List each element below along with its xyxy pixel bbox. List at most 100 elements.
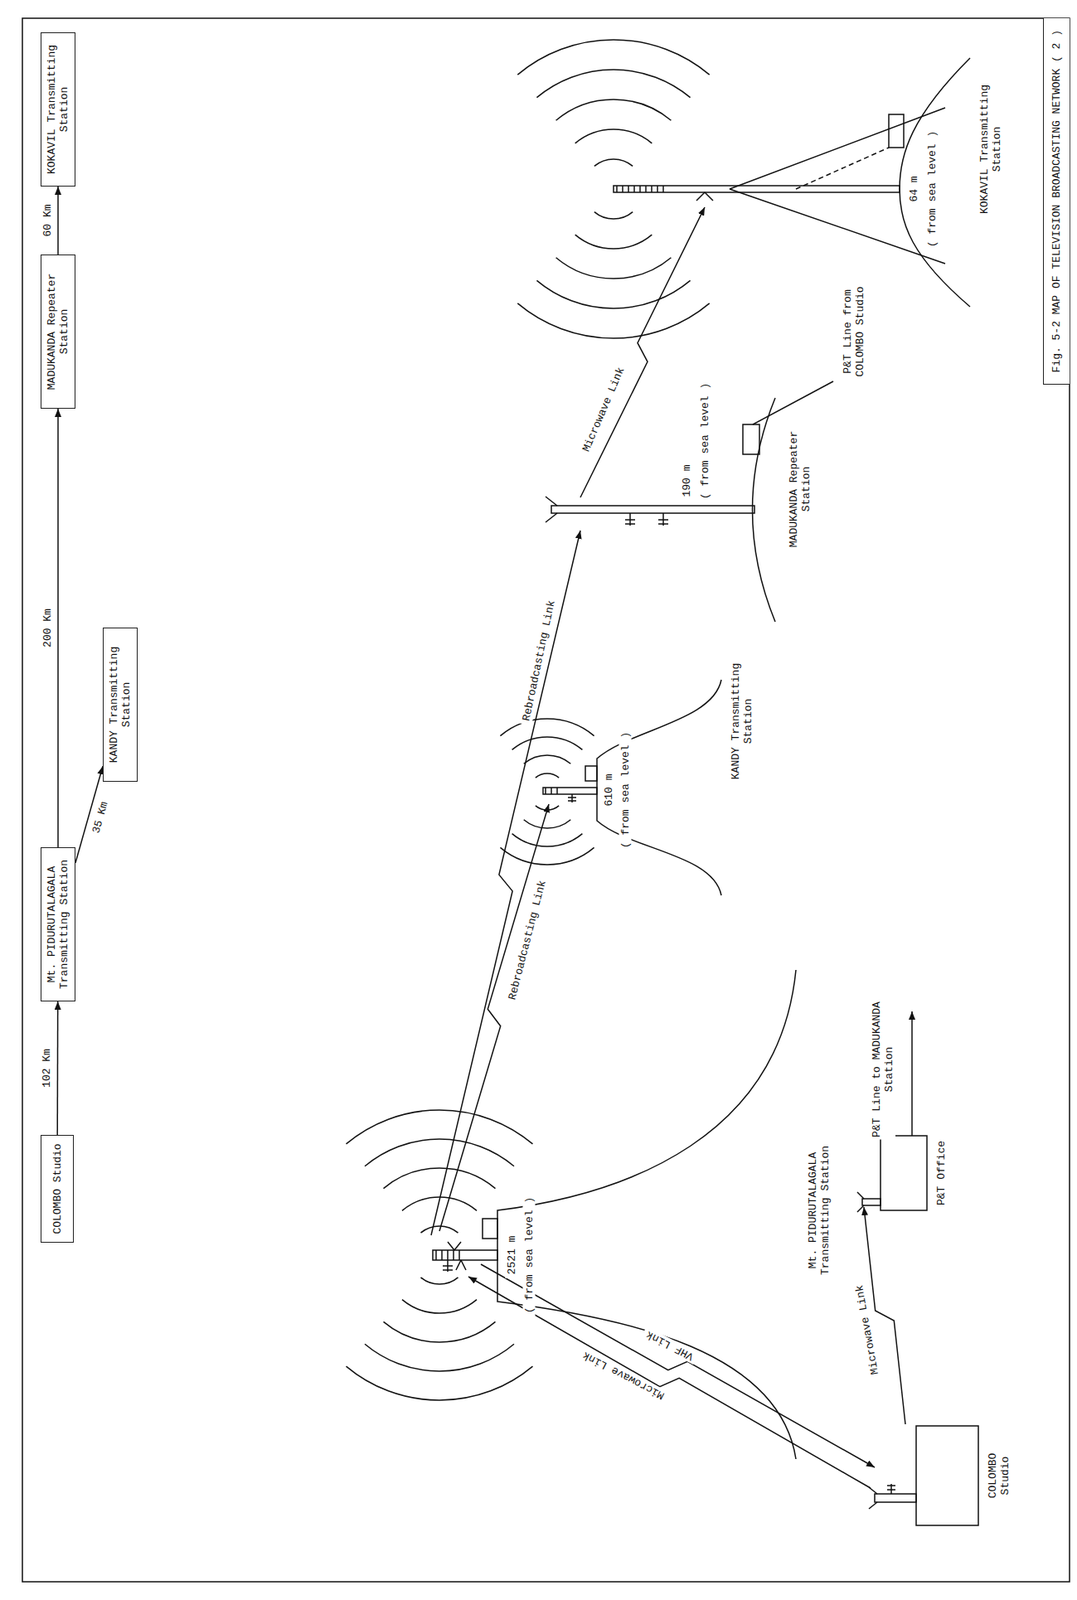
link-arrow [57,408,59,848]
radio-wave [346,39,710,1401]
radio-wave [346,1366,534,1401]
map-label: KOKAVIL Transmitting Station [978,81,1004,218]
radio-wave [512,834,583,847]
radio-wave [421,1277,459,1285]
kokavil-tower [899,58,971,307]
radio-wave [517,303,709,339]
colombo-studio [868,1426,979,1526]
station-box: COLOMBO Studio [40,1135,74,1243]
madukanda-repeater [545,496,558,523]
madukanda-repeater [625,513,669,526]
tower-rung [616,185,618,193]
pidurutalagala-mountain [442,1260,466,1272]
madukanda-repeater [742,424,760,455]
pidurutalagala-mountain [497,970,796,1460]
radio-wave [364,1139,515,1167]
madukanda-repeater [545,381,834,622]
kandy-mountain [543,787,597,795]
tower-rung [656,185,659,193]
pt-office [862,1198,881,1206]
radio-wave [536,69,690,98]
distance-label: 200 Km [41,606,54,650]
kokavil-tower [613,185,900,193]
madukanda-repeater [551,505,755,514]
radio-wave [523,819,572,829]
station-name: COLOMBO Studio [51,1143,64,1234]
radio-link [480,1264,875,1468]
caption-box: Fig. 5-2 MAP OF TELEVISION BROADCASTING … [1043,18,1070,385]
map-label: Microwave Link [852,1280,882,1380]
map-label: Microwave Link [578,362,629,457]
radio-wave [402,1197,477,1211]
tower-rung [639,185,641,193]
tower-rung [650,185,653,193]
pidurutalagala-mountain [482,1218,498,1239]
map-label: MADUKANDA Repeater Station [787,419,813,560]
map-label: 190 m [680,460,694,501]
link-arrow [57,186,59,255]
tower-rung [544,787,547,795]
station-box: Mt. PIDURUTALAGALA Transmitting Station [40,847,76,1002]
map-label: Microwave Link [577,1347,670,1404]
radio-wave [421,1226,459,1233]
kandy-mountain [585,766,597,782]
tower-rung [645,185,647,193]
pt-office [911,1011,913,1136]
radio-link [431,530,581,1236]
pidurutalagala-mountain [447,1241,461,1251]
map-label: KANDY Transmitting Station [729,651,755,792]
kandy-mountain [543,679,722,896]
tower-rung [633,185,636,193]
map-label: P&T Line to MADUKANDA Station [870,999,896,1141]
map-label: COLOMBO Studio [986,1445,1012,1507]
map-label: 610 m [602,770,616,811]
radio-wave [575,234,653,249]
distance-label: 102 Km [40,1047,54,1090]
radio-wave [402,1300,477,1314]
tower-rung [550,787,553,795]
radio-wave [556,257,672,279]
kokavil-tower [888,114,904,148]
kokavil-tower [613,58,971,307]
tower-rung [452,1250,455,1261]
tower-rung [435,1250,437,1261]
colombo-studio [916,1426,979,1526]
radio-wave [535,805,559,811]
tower-rung [446,1250,449,1261]
radio-link [439,804,549,1232]
map-label: P&T Office [935,1137,948,1210]
map-label: P&T Line from COLOMBO Studio [841,282,867,382]
radio-wave [499,718,594,737]
pt-office [880,1135,927,1211]
colombo-studio [874,1494,917,1503]
tower-rung [556,787,558,795]
map-label: ( from sea level ) [926,127,939,252]
radio-wave [517,39,709,75]
page-frame [22,18,1070,1582]
station-name: KOKAVIL Transmitting Station [45,41,71,179]
map-label: ( from sea level ) [619,728,632,853]
station-name: Mt. PIDURUTALAGALA Transmitting Station [45,856,71,994]
radio-wave [594,212,633,219]
figure-caption: Fig. 5-2 MAP OF TELEVISION BROADCASTING … [1050,29,1063,373]
tower-rung [436,185,664,1261]
pt-office [857,1192,864,1213]
kokavil-tower [795,147,889,190]
station-box: KOKAVIL Transmitting Station [40,32,76,187]
madukanda-repeater [752,381,834,425]
radio-wave [499,847,594,865]
radio-wave [512,737,583,750]
map-label: 64 m [907,172,921,206]
distance-label: 60 Km [41,202,54,238]
kokavil-tower [696,192,714,201]
radio-wave [536,280,690,309]
page-frame [22,18,1070,1582]
tower-rung [441,1250,443,1261]
radio-wave [523,755,572,764]
station-name: KANDY Transmitting Station [107,636,133,774]
station-box: MADUKANDA Repeater Station [40,254,76,409]
radio-wave [535,773,559,778]
map-label: ( from sea level ) [698,379,712,504]
